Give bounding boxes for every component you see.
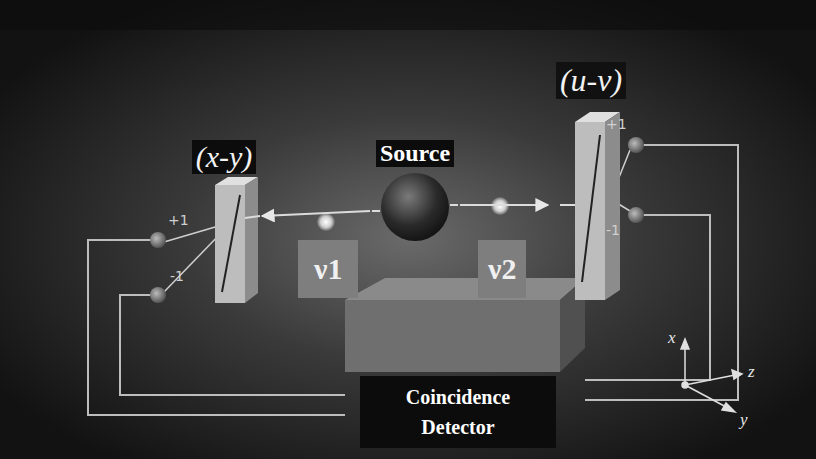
polarizer: (u-v) xyxy=(548,62,634,99)
coincidence-detector: Coincidence Detector xyxy=(360,376,556,448)
node-text: (u-v) xyxy=(556,62,626,99)
node-text: (x-y) xyxy=(192,140,257,174)
axis-label: x xyxy=(668,328,676,348)
detector-block xyxy=(345,278,585,372)
top-band xyxy=(0,0,816,30)
polarizer-uv xyxy=(575,112,620,300)
axis-label: z xyxy=(748,362,755,382)
axes xyxy=(681,339,742,412)
photon-beam xyxy=(460,204,548,206)
photon xyxy=(317,213,335,231)
polarizer: (x-y) xyxy=(186,140,262,174)
output-sign: +1 xyxy=(606,116,627,132)
node-text: Source xyxy=(376,140,454,167)
output-sign: -1 xyxy=(606,222,620,238)
polarizer-xy xyxy=(215,177,258,303)
photon-label: ν1 xyxy=(298,240,358,298)
signal-wires xyxy=(88,145,738,415)
photon-label: ν2 xyxy=(478,240,526,298)
source: Source xyxy=(370,140,460,240)
source-sphere xyxy=(381,173,449,241)
output-sign: -1 xyxy=(170,268,184,284)
photo-detectors xyxy=(150,137,644,303)
output-sign: +1 xyxy=(168,212,189,228)
node-text: Coincidence Detector xyxy=(368,382,548,442)
photon-beam xyxy=(262,211,370,216)
axis-label: y xyxy=(740,410,748,430)
